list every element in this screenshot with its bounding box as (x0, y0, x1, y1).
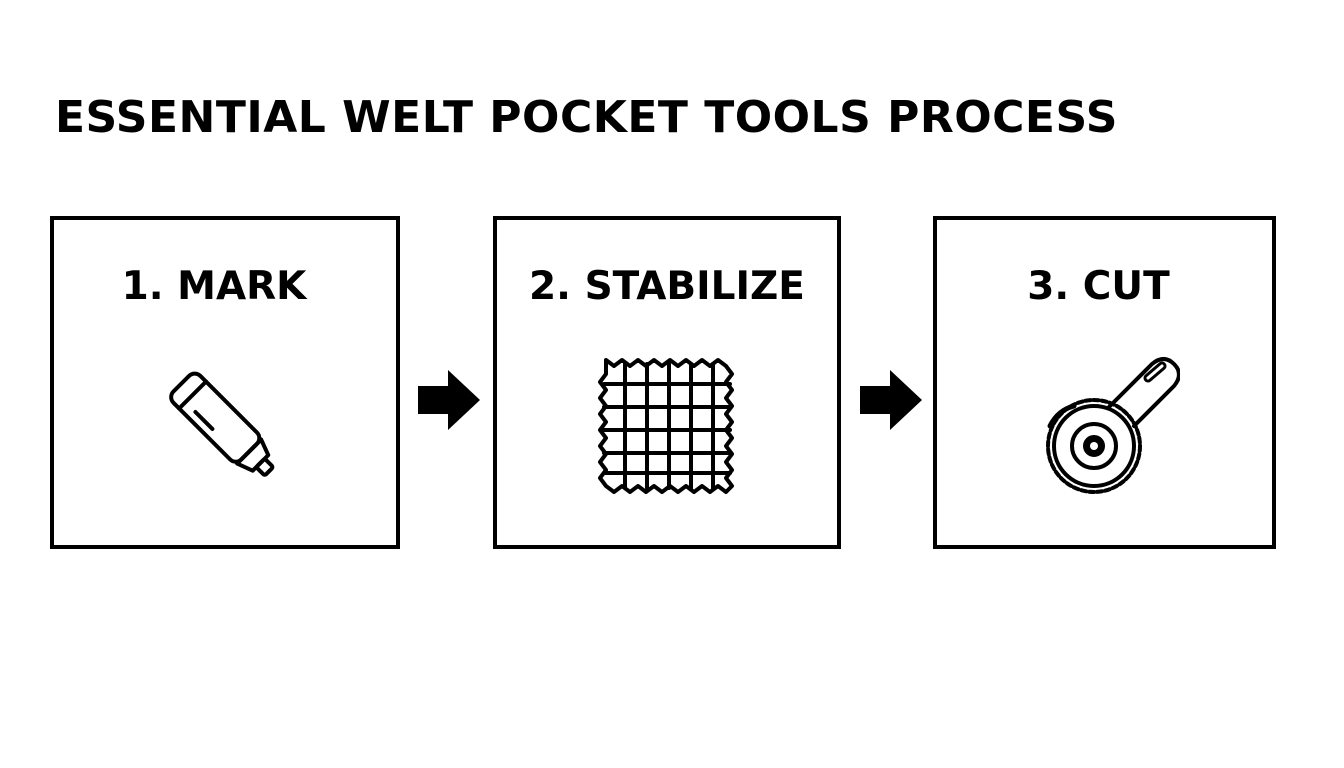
step-stabilize-box: 2. STABILIZE (493, 216, 841, 549)
step-mark-label: 1. MARK (121, 264, 307, 309)
step-cut-box: 3. CUT (933, 216, 1276, 549)
arrow-right-icon (860, 370, 922, 430)
step-mark-box: 1. MARK (50, 216, 400, 549)
diagram-title: ESSENTIAL WELT POCKET TOOLS PROCESS (55, 92, 1118, 143)
marker-icon (169, 371, 275, 477)
interfacing-fabric-icon (598, 358, 734, 494)
arrow-right-icon (418, 370, 480, 430)
step-cut-label: 3. CUT (1027, 264, 1170, 309)
rotary-cutter-icon (1045, 357, 1180, 494)
step-stabilize-label: 2. STABILIZE (529, 264, 805, 309)
